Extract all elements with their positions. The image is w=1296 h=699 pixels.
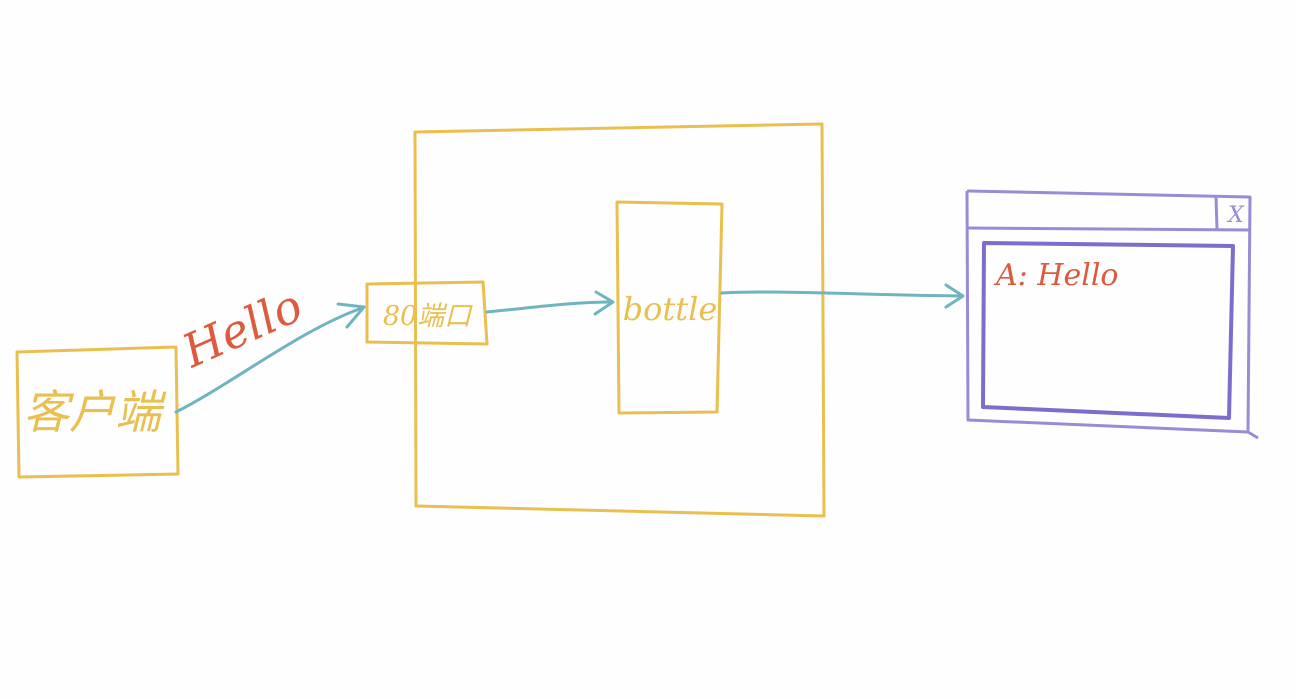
window-content-box bbox=[981, 241, 1235, 420]
server-box bbox=[413, 122, 826, 518]
bottle-label: bottle bbox=[623, 290, 718, 328]
arrow-port-to-bottle bbox=[485, 290, 615, 316]
window-content-text: A: Hello bbox=[993, 258, 1118, 293]
window-titlebar-divider bbox=[966, 226, 1250, 232]
bottle-box bbox=[615, 200, 724, 415]
arrow-bottle-to-window bbox=[720, 283, 965, 309]
window-close-box bbox=[1214, 196, 1219, 230]
output-window: X A: Hello bbox=[965, 189, 1259, 440]
port-node: 80端口 bbox=[365, 280, 489, 346]
arrow-client-to-port bbox=[174, 302, 366, 414]
client-label: 客户端 bbox=[23, 385, 167, 439]
bottle-node: bottle bbox=[615, 200, 724, 415]
message-label: Hello bbox=[174, 278, 311, 378]
port-box bbox=[365, 280, 489, 346]
client-box bbox=[15, 345, 180, 479]
client-node: 客户端 bbox=[15, 345, 180, 479]
window-close-icon: X bbox=[1226, 203, 1245, 228]
port-label: 80端口 bbox=[383, 301, 473, 332]
